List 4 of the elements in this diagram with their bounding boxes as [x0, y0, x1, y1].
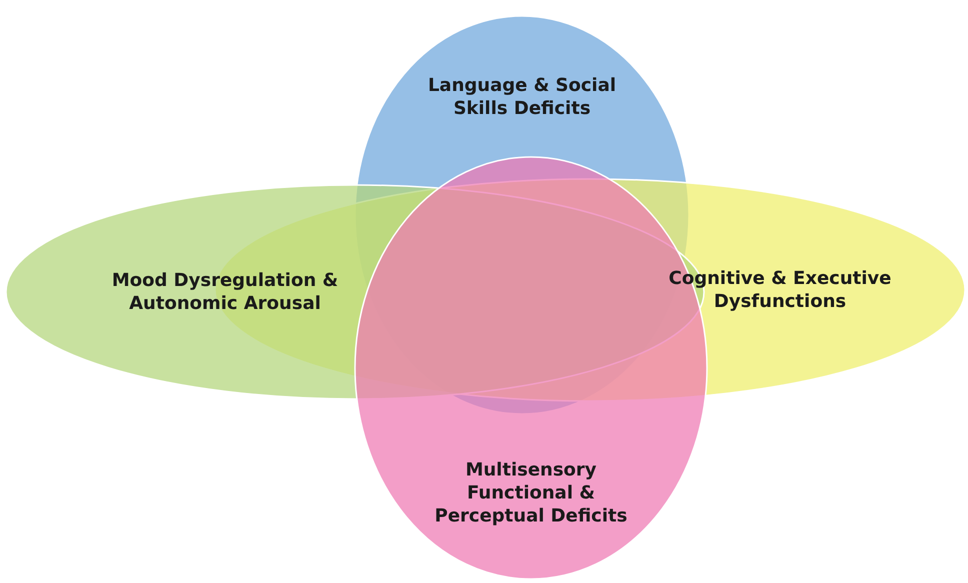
set-label: Language & Social Skills Deficits: [426, 74, 618, 120]
set-label: Mood Dysregulation & Autonomic Arousal: [110, 269, 340, 315]
set-label: Cognitive & Executive Dysfunctions: [668, 267, 892, 313]
set-label: Multisensory Functional & Perceptual Deficits: [434, 458, 628, 528]
